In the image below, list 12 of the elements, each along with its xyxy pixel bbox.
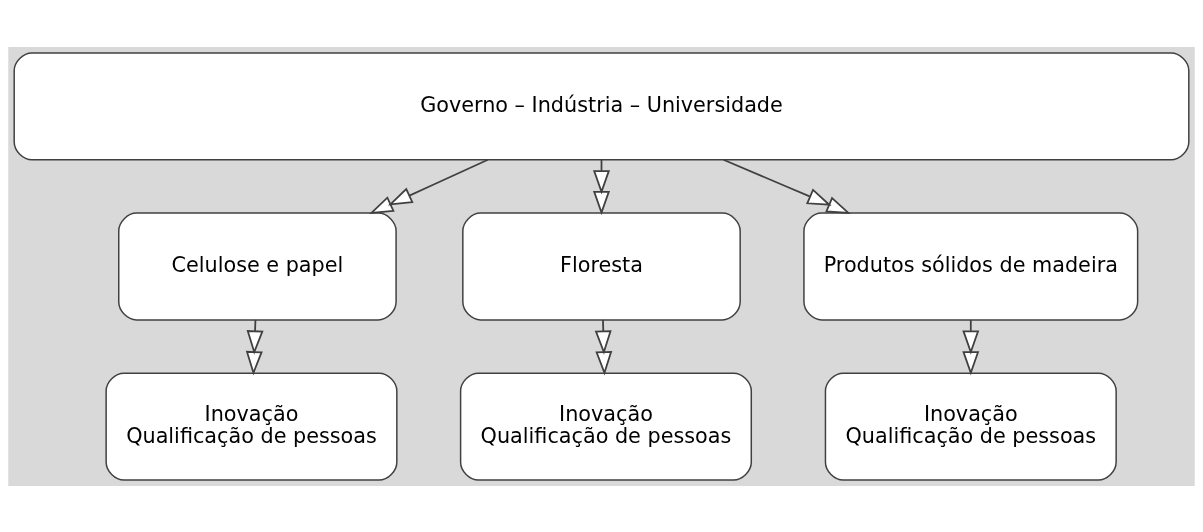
node-box: Inovação Qualificação de pessoas (459, 372, 753, 481)
arrow (962, 318, 980, 375)
arrow (594, 318, 613, 375)
node-box: Produtos sólidos de madeira (803, 211, 1139, 321)
node-box: Inovação Qualificação de pessoas (105, 372, 398, 481)
arrow (369, 158, 489, 214)
arrow (722, 158, 851, 214)
node-box: Celulose e papel (118, 211, 397, 321)
node-box: Inovação Qualificação de pessoas (824, 372, 1117, 481)
arrow (245, 318, 264, 375)
node-box: Governo – Indústria – Universidade (13, 51, 1190, 160)
node-box: Floresta (462, 211, 741, 321)
